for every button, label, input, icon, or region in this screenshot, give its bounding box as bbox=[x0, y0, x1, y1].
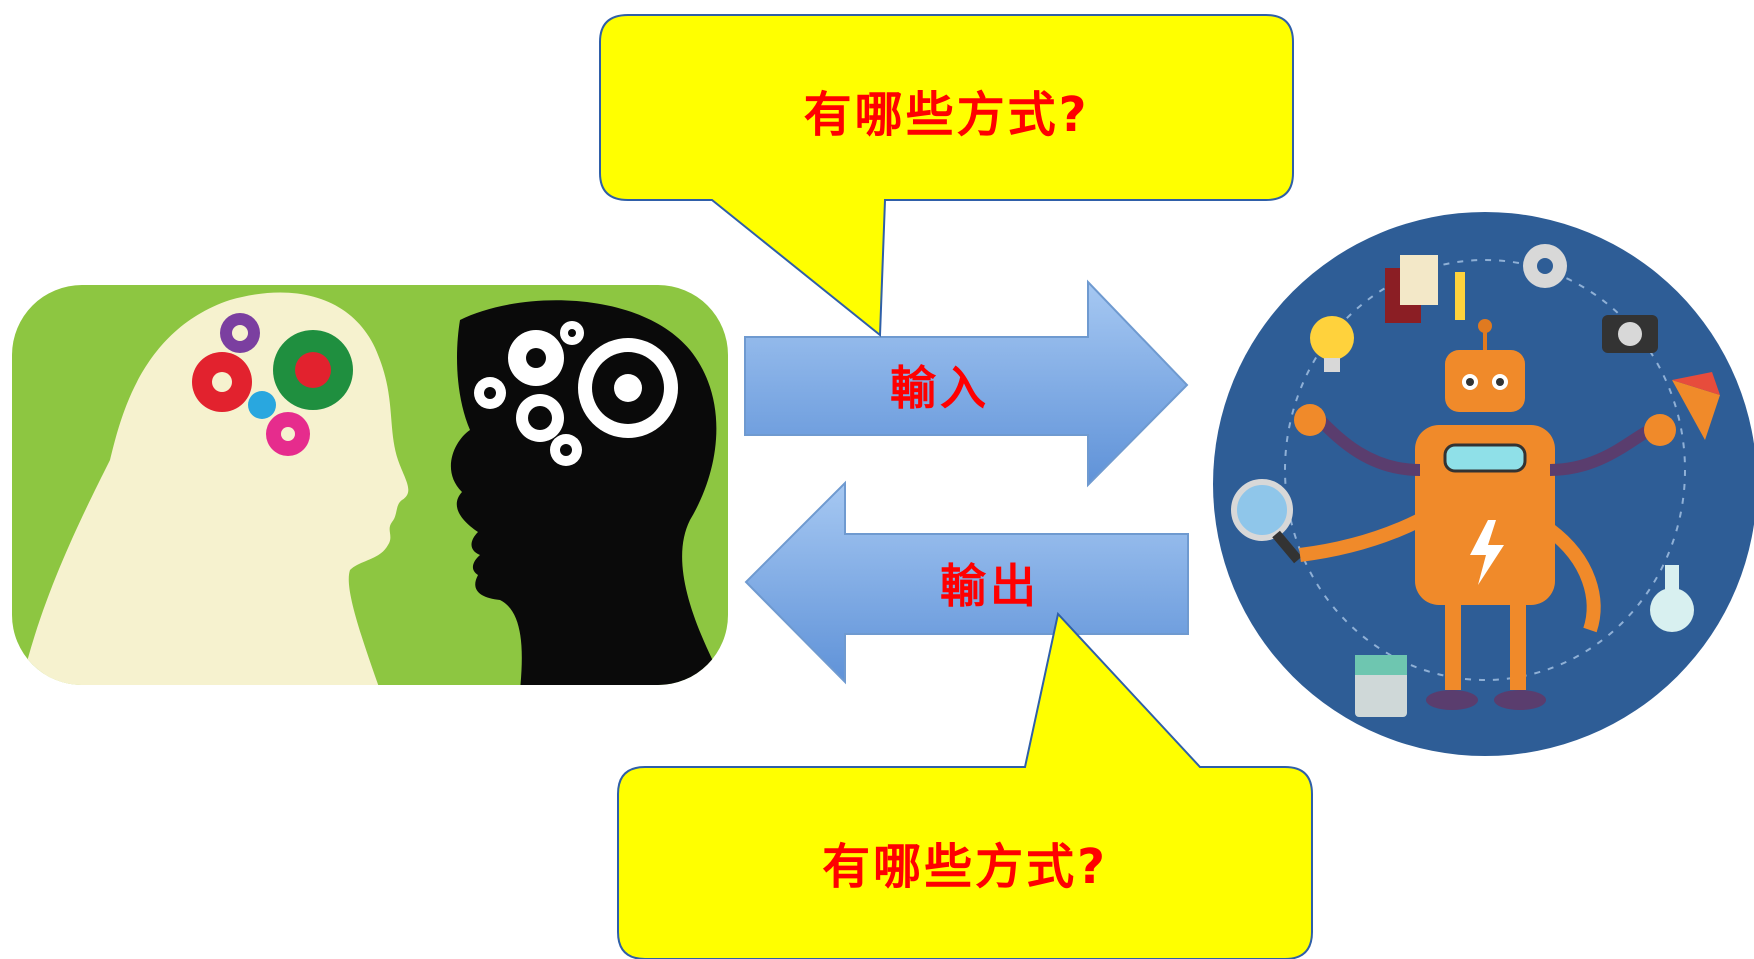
pencil-icon bbox=[1455, 272, 1465, 320]
color-palette-icon bbox=[1672, 372, 1720, 440]
colored-gears bbox=[192, 313, 353, 456]
input-arrow-label: 輸入 bbox=[890, 361, 990, 415]
bottom-callout-text: 有哪些方式? bbox=[822, 839, 1108, 895]
top-callout-shape bbox=[599, 14, 1294, 338]
robot-figure bbox=[1294, 319, 1676, 710]
lightbulb-icon bbox=[1310, 316, 1354, 372]
white-gears bbox=[474, 321, 678, 466]
gear-icon bbox=[1523, 244, 1567, 288]
book-icon bbox=[1385, 255, 1438, 323]
input-arrow bbox=[744, 279, 1189, 488]
paint-bucket-icon bbox=[1355, 655, 1407, 717]
output-arrow bbox=[744, 480, 1189, 685]
output-arrow-label: 輸出 bbox=[940, 559, 1040, 613]
flask-icon bbox=[1650, 565, 1694, 632]
magnifier-icon bbox=[1231, 479, 1302, 564]
top-callout-text: 有哪些方式? bbox=[803, 87, 1090, 143]
camera-icon bbox=[1602, 315, 1658, 353]
